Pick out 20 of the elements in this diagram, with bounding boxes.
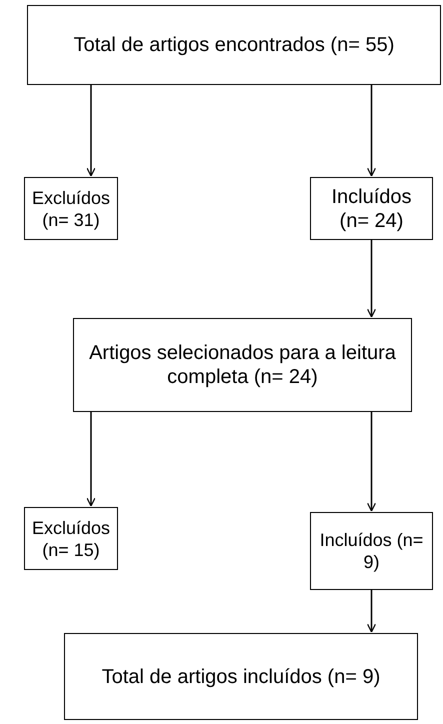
box-label: Total de artigos encontrados (n= 55) xyxy=(74,33,394,57)
arrow xyxy=(366,412,376,512)
box-label: Incluídos (n= 24) xyxy=(330,184,413,232)
process-box xyxy=(24,507,118,570)
process-box xyxy=(27,5,441,85)
box-label: Excluídos (n= 31) xyxy=(30,186,112,230)
process-box xyxy=(64,633,418,720)
process-box xyxy=(24,177,118,240)
process-box xyxy=(310,512,433,590)
process-box xyxy=(310,177,433,240)
box-label: Incluídos (n= 9) xyxy=(318,529,424,573)
box-label: Artigos selecionados para a leitura completa (n= 24) xyxy=(88,341,397,389)
process-box xyxy=(73,318,412,412)
box-label: Excluídos (n= 15) xyxy=(30,516,112,560)
arrow xyxy=(366,85,376,177)
arrow xyxy=(366,590,376,633)
arrow xyxy=(86,85,96,177)
arrow xyxy=(366,240,376,318)
arrow xyxy=(86,412,96,507)
box-label: Total de artigos incluídos (n= 9) xyxy=(102,664,380,688)
